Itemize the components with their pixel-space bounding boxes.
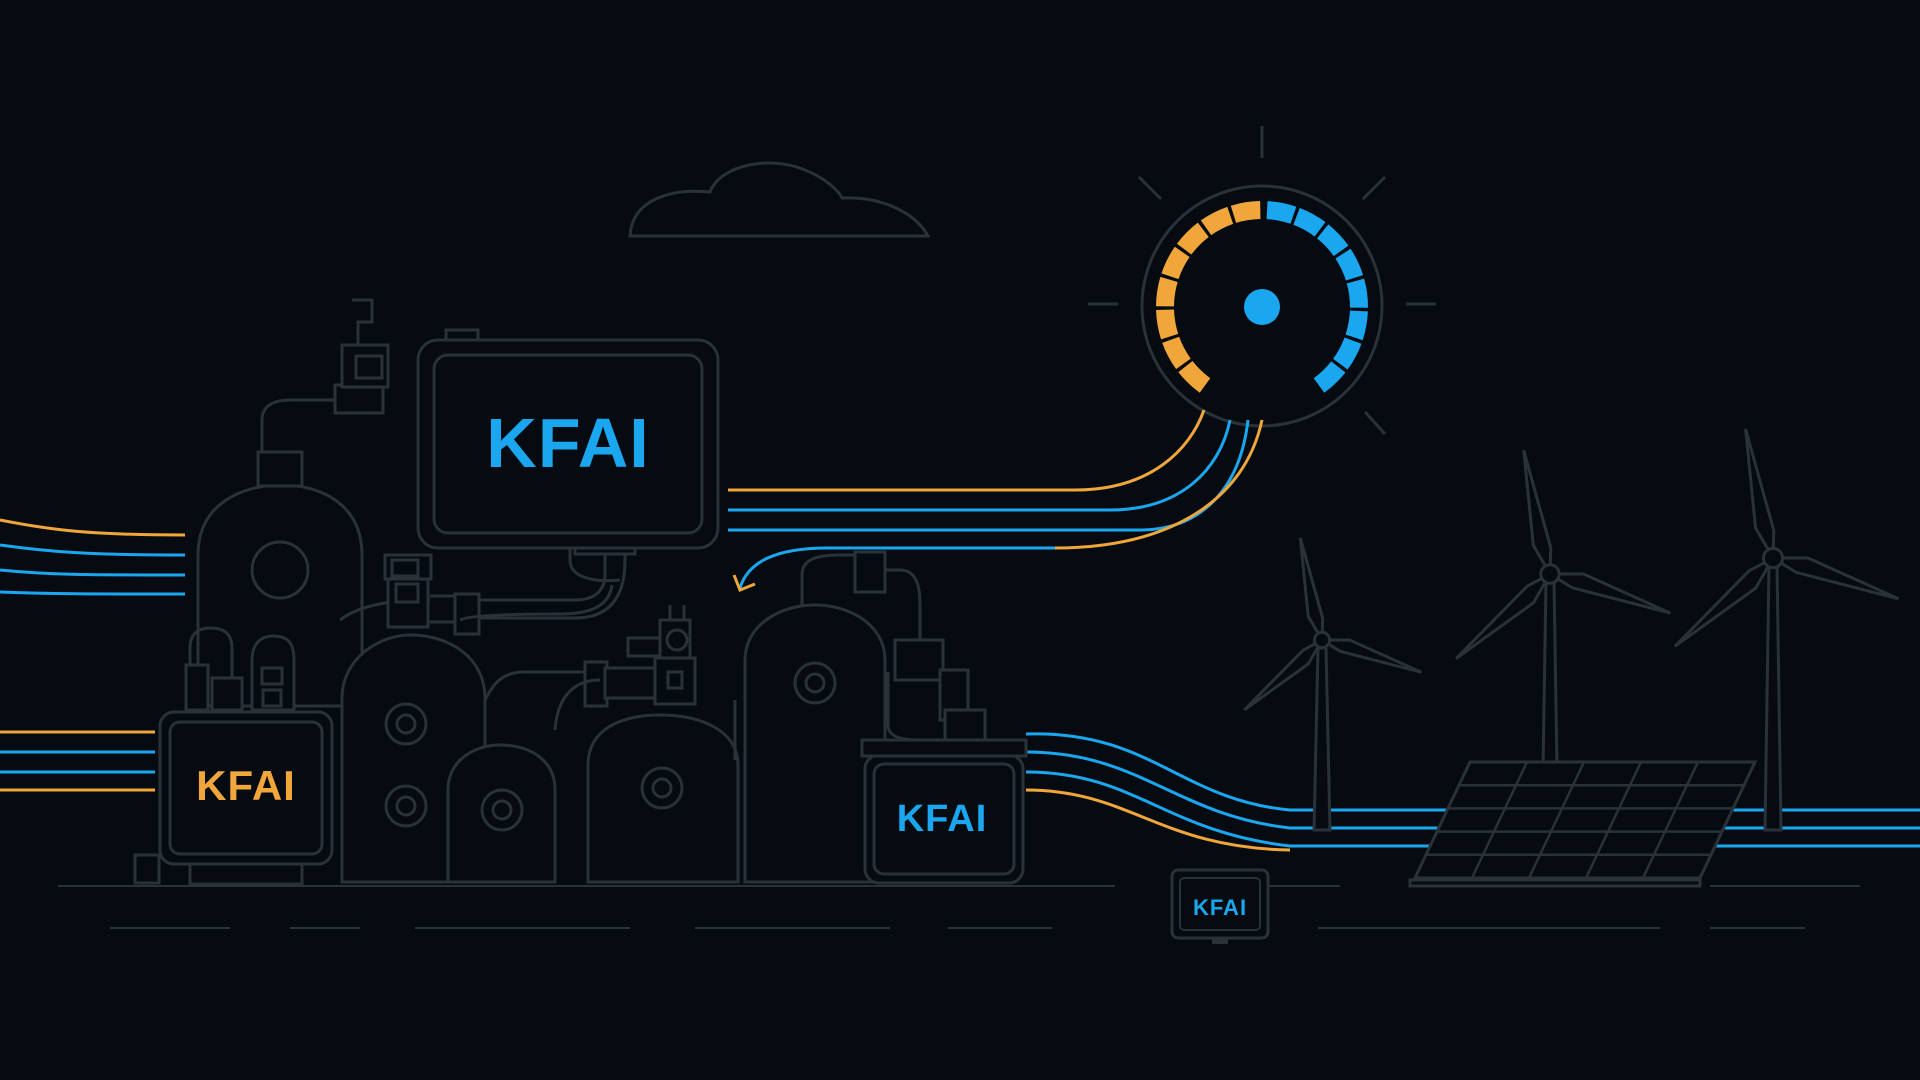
gauge-segment-blue: [1313, 361, 1346, 393]
gauge-segment-blue: [1335, 248, 1364, 281]
gauge-segment-orange: [1161, 246, 1190, 280]
machinery: [133, 298, 987, 885]
gauge-segment-blue: [1345, 310, 1368, 341]
gauge-segment-orange: [1178, 361, 1211, 393]
wind-turbine-icon: [1243, 537, 1423, 832]
gauge-segment-orange: [1176, 222, 1209, 255]
gauge-segments: [1156, 201, 1368, 393]
ground-lines: [58, 885, 1860, 929]
gauge-segment-orange: [1162, 336, 1191, 370]
wind-turbine-icon: [1454, 449, 1671, 832]
gauge-segment-blue: [1266, 201, 1297, 224]
small-monitor: KFAI: [1170, 868, 1270, 944]
gauge-segment-blue: [1333, 337, 1362, 370]
gauge-segment-blue: [1317, 224, 1349, 257]
left-unit-label: KFAI: [196, 762, 296, 809]
left-unit: KFAI: [158, 710, 334, 886]
gauge-segment-orange: [1200, 206, 1234, 236]
cloud-icon: [628, 161, 931, 238]
center-unit: KFAI: [860, 738, 1028, 885]
solar-panel-icon: [1408, 760, 1758, 888]
main-monitor-label: KFAI: [486, 404, 649, 482]
main-monitor: KFAI: [416, 328, 720, 622]
gauge-segment-orange: [1230, 201, 1261, 223]
sun-gauge-icon: [1088, 126, 1436, 436]
gauge-segment-orange: [1156, 276, 1178, 307]
gauge-segment-blue: [1293, 207, 1326, 237]
flow-lines: [0, 409, 1920, 852]
sun-rays: [1088, 126, 1436, 436]
small-monitor-label: KFAI: [1193, 895, 1247, 920]
gauge-segment-blue: [1346, 278, 1368, 308]
center-unit-label: KFAI: [897, 798, 988, 840]
wind-turbines: [1243, 428, 1900, 832]
gauge-center-dot: [1244, 289, 1280, 325]
wind-turbine-icon: [1673, 428, 1900, 832]
gauge-segment-orange: [1156, 309, 1179, 340]
